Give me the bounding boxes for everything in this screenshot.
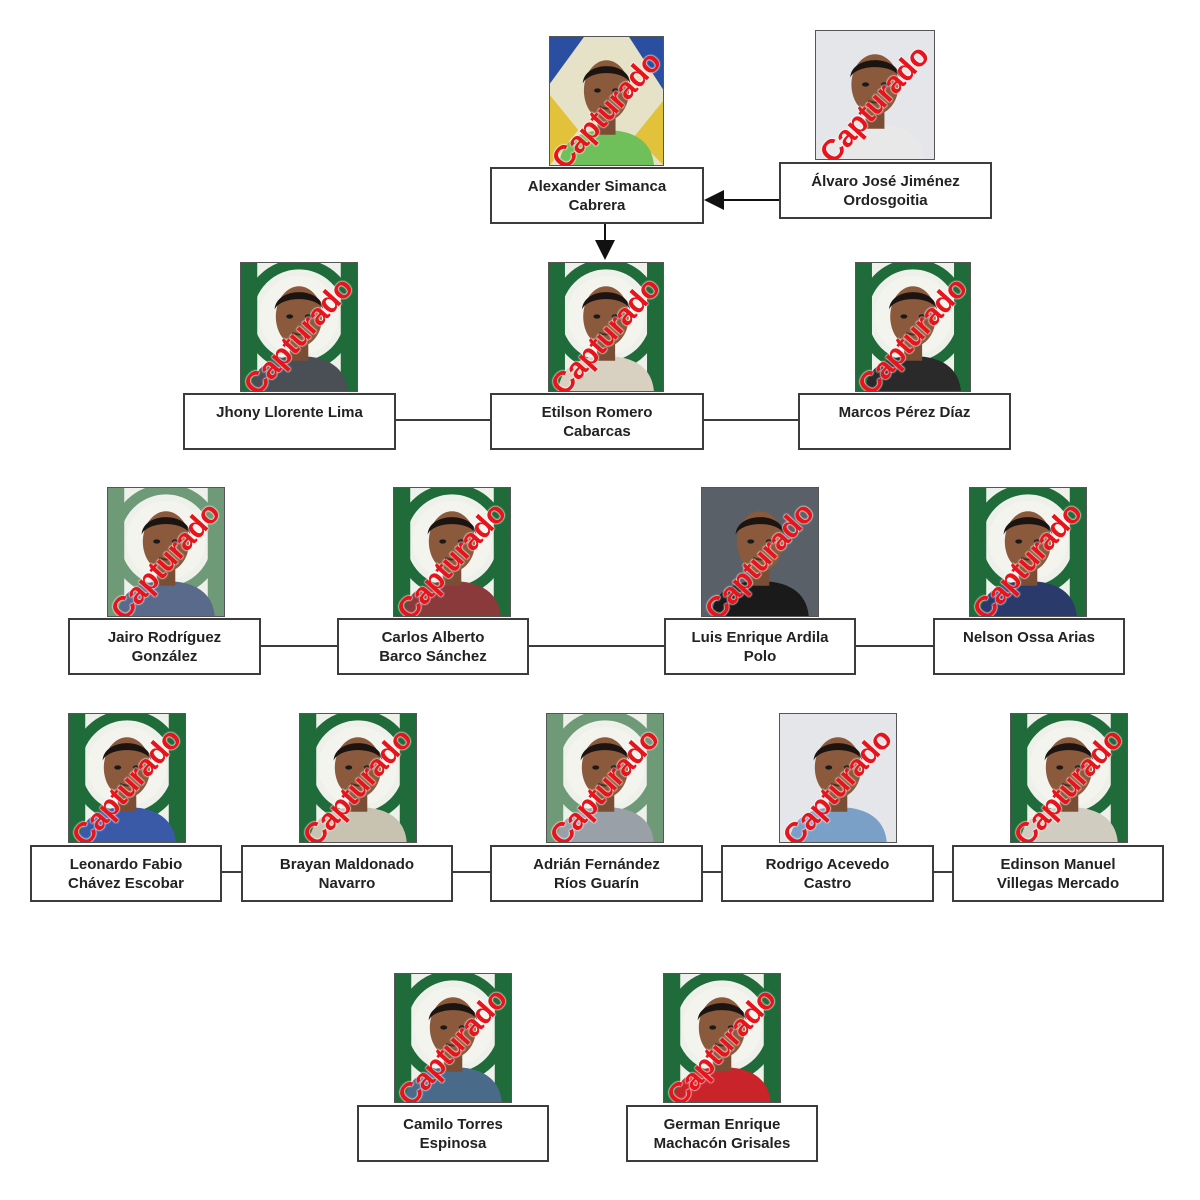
member-name-line2: Cabrera	[568, 196, 626, 214]
member-name-line2: Cabarcas	[563, 422, 631, 440]
member-photo: Capturado	[701, 487, 819, 617]
member-name-line1: Brayan Maldonado	[279, 855, 415, 873]
member-name-line1: Marcos Pérez Díaz	[838, 404, 971, 421]
member-name-line2: Ordosgoitia	[843, 191, 928, 209]
member-name-line2: Villegas Mercado	[996, 874, 1120, 892]
member-name-line1: Carlos Alberto	[381, 628, 485, 646]
member-photo: Capturado	[240, 262, 358, 392]
member-photo: Capturado	[1010, 713, 1128, 843]
member-name-line2: Navarro	[318, 874, 376, 892]
member-photo: Capturado	[549, 36, 664, 166]
member-name-line1: Adrián Fernández	[533, 855, 660, 873]
member-photo: Capturado	[393, 487, 511, 617]
member-name-line1: Leonardo Fabio	[69, 855, 183, 873]
member-name-line1: Nelson Ossa Arias	[962, 629, 1095, 646]
member-name-line1: Edinson Manuel	[1000, 855, 1116, 873]
member-photo: Capturado	[548, 262, 664, 392]
member-name-box: Nelson Ossa Arias	[933, 618, 1125, 675]
member-photo: Capturado	[663, 973, 781, 1103]
member-name-line1: Etilson Romero	[541, 403, 653, 421]
member-name-line1: Luis Enrique Ardila	[691, 628, 829, 646]
member-photo: Capturado	[394, 973, 512, 1103]
member-name-line2: Ríos Guarín	[553, 874, 639, 892]
member-photo: Capturado	[855, 262, 971, 392]
member-name-line2: Barco Sánchez	[379, 647, 487, 665]
member-name-line2: González	[131, 647, 198, 665]
member-name-line2: Castro	[803, 874, 852, 892]
member-name-line1: Jairo Rodríguez	[107, 628, 222, 646]
member-name-line2: Espinosa	[419, 1134, 487, 1152]
member-name-box: Marcos Pérez Díaz	[798, 393, 1011, 450]
member-name-line1: Rodrigo Acevedo	[765, 855, 890, 873]
member-name-line1: German Enrique	[663, 1115, 781, 1133]
member-photo: Capturado	[299, 713, 417, 843]
member-name-line1: Camilo Torres	[403, 1115, 503, 1133]
member-photo: Capturado	[546, 713, 664, 843]
member-name-line1: Alexander Simanca	[527, 177, 667, 195]
member-name-line2: Chávez Escobar	[68, 874, 184, 892]
member-name-line2: Polo	[743, 647, 777, 665]
member-name-line1: Álvaro José Jiménez	[811, 172, 960, 190]
member-name-box: Jhony Llorente Lima	[183, 393, 396, 450]
member-photo: Capturado	[107, 487, 225, 617]
member-photo: Capturado	[68, 713, 186, 843]
member-photo: Capturado	[969, 487, 1087, 617]
member-name-line1: Jhony Llorente Lima	[216, 404, 363, 421]
member-photo: Capturado	[815, 30, 935, 160]
member-photo: Capturado	[779, 713, 897, 843]
member-name-line2: Machacón Grisales	[653, 1134, 791, 1152]
